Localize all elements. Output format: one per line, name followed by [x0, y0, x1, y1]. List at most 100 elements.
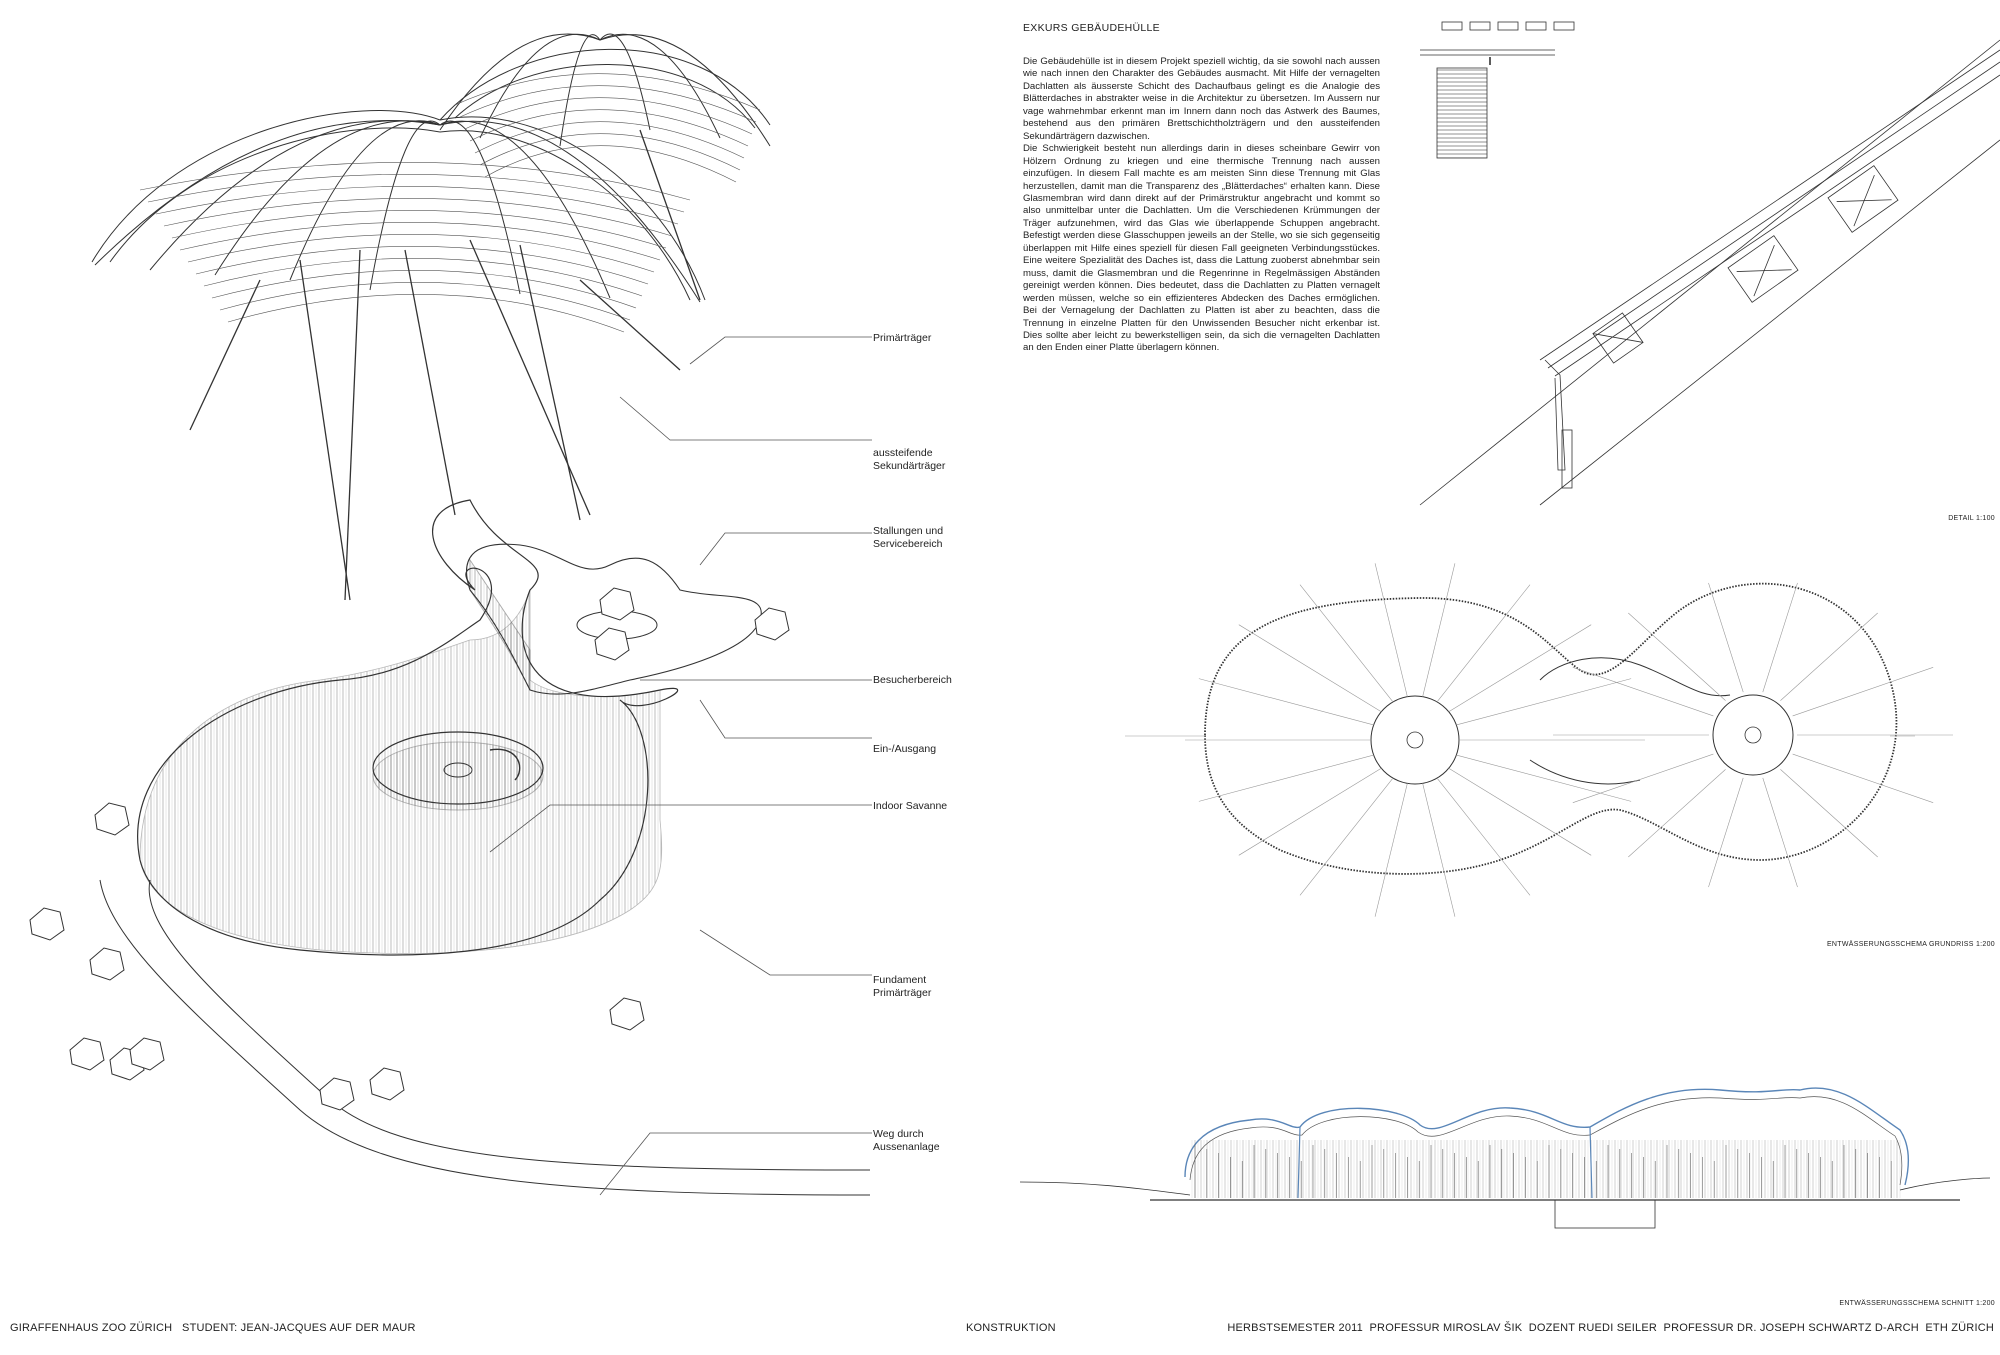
essay-paragraph: Die Schwierigkeit besteht nun allerdings…	[1023, 143, 1380, 354]
beam-ray	[1628, 612, 1726, 701]
secondary-beam	[459, 85, 757, 123]
rock	[609, 997, 645, 1031]
beam-ray	[1762, 777, 1798, 888]
rock	[29, 907, 65, 941]
roof-structure-axonometric	[91, 33, 771, 601]
beam-ray	[1628, 769, 1726, 858]
label-secondary-beams: aussteifende Sekundärträger	[873, 447, 945, 473]
label-path: Weg durch Aussenanlage	[873, 1128, 940, 1154]
footer-right: HERBSTSEMESTER 2011 PROFESSUR MIROSLAV Š…	[1227, 1322, 1994, 1334]
label-indoor-savanna: Indoor Savanne	[873, 800, 948, 812]
secondary-beam	[147, 174, 685, 213]
secondary-beam	[155, 186, 679, 225]
rock	[594, 627, 630, 661]
tree-ring-left	[1370, 695, 1460, 785]
roof-rib	[94, 120, 441, 266]
beam-ray	[1374, 563, 1408, 697]
roof-rib	[289, 120, 441, 281]
feeder-ring	[443, 762, 473, 778]
ground-terrain	[1899, 1177, 1991, 1191]
roof-slope-layer	[1547, 61, 2000, 369]
label-line: Fundament	[873, 974, 927, 986]
label-foundation: Fundament Primärträger	[873, 974, 931, 1000]
beam-ray	[1238, 624, 1382, 712]
label-primary-beams: Primärträger	[873, 332, 932, 344]
beam-ray	[1299, 584, 1394, 703]
beam-ray	[1572, 753, 1714, 803]
secondary-beam	[187, 234, 655, 273]
primary-beams	[94, 33, 771, 303]
roof-rib	[149, 120, 441, 271]
label-visitor-area: Besucherbereich	[873, 674, 952, 686]
rear-dome	[439, 48, 771, 129]
roof-layer	[1189, 1096, 1903, 1186]
building-body	[1190, 1140, 1902, 1198]
feeder-curve	[489, 748, 521, 781]
path-curve	[148, 879, 871, 1171]
beam-ray	[1198, 678, 1374, 726]
plan-outline	[1204, 582, 1898, 875]
support-leg	[299, 259, 351, 601]
tree-core-right	[1744, 726, 1762, 744]
support-leg	[344, 249, 361, 601]
rock	[69, 1037, 105, 1071]
secondary-beam	[203, 258, 643, 297]
beam-ray	[1448, 624, 1592, 712]
beam-ray	[1198, 754, 1374, 802]
ground-terrain	[1019, 1181, 1191, 1196]
beam-ray	[1572, 667, 1714, 717]
secondary-beam	[179, 222, 661, 261]
secondary-beam	[139, 162, 691, 201]
beam-ray	[1708, 777, 1744, 888]
plan-inner-wall	[1529, 759, 1641, 785]
essay-title: EXKURS GEBÄUDEHÜLLE	[1023, 22, 1160, 34]
glass-panels	[1592, 165, 1899, 364]
support-leg	[579, 279, 681, 371]
roof-rib	[559, 34, 601, 147]
secondary-beam	[484, 145, 737, 183]
secondary-beam	[211, 270, 637, 309]
basement	[1554, 1199, 1656, 1229]
label-line: aussteifende	[873, 447, 933, 459]
label-line: Servicebereich	[873, 538, 943, 550]
secondary-beam	[479, 133, 741, 171]
tree-ring-right	[1712, 694, 1794, 776]
inner-ring-face	[372, 741, 544, 811]
gutter-detail	[1544, 359, 1573, 489]
secondary-beams	[139, 73, 761, 333]
secondary-beam	[227, 294, 625, 333]
label-stables: Stallungen und Servicebereich	[873, 525, 943, 551]
beam-ray	[1448, 768, 1592, 856]
secondary-beam	[171, 210, 667, 249]
footer-center: KONSTRUKTION	[966, 1322, 1056, 1334]
secondary-beam	[469, 109, 749, 147]
secondary-beam	[219, 282, 631, 321]
roof-rib	[214, 120, 441, 276]
roof-rib	[439, 120, 701, 303]
beam-ray	[1456, 754, 1632, 802]
rock	[319, 1077, 355, 1111]
label-entrance: Ein-/Ausgang	[873, 743, 937, 755]
drainage-plan	[1125, 563, 1953, 917]
support-legs	[189, 129, 701, 601]
secondary-beam	[464, 97, 753, 135]
rock	[129, 1037, 165, 1071]
secondary-beam	[163, 198, 673, 237]
beam-ray	[1238, 768, 1382, 856]
annotation-leaders	[489, 336, 872, 1196]
roof-rib	[479, 33, 601, 139]
enclosure-axonometric	[29, 499, 871, 1196]
beam-ray	[1299, 777, 1394, 896]
beam-ray	[1780, 769, 1878, 858]
roof-profile	[1184, 1087, 1909, 1186]
roof-slats-row	[1441, 21, 1575, 31]
roof-rib	[599, 34, 771, 147]
drainage-section	[1019, 1087, 1991, 1229]
label-line: Primärträger	[873, 987, 932, 999]
upper-loop-face	[469, 558, 531, 691]
roof-slope-outer	[1419, 39, 2000, 506]
scale-plan: ENTWÄSSERUNGSSCHEMA GRUNDRISS 1:200	[1826, 941, 1995, 948]
label-line: Stallungen und	[873, 525, 944, 537]
rock	[599, 587, 635, 621]
